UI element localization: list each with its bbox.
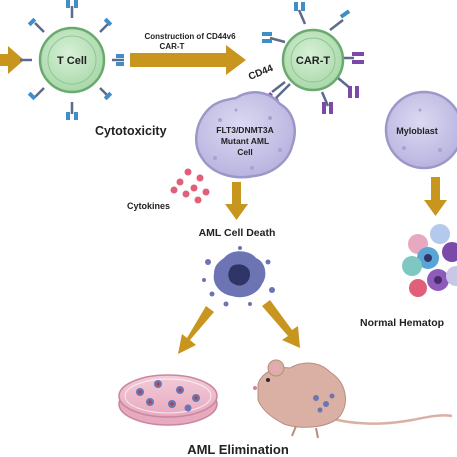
aml-cell-label-line2: Mutant AML <box>221 136 269 146</box>
t-cell-label: T Cell <box>57 55 87 67</box>
car-t-label: CAR-T <box>296 55 330 67</box>
aml-elimination-label: AML Elimination <box>187 442 289 457</box>
car-t-cell-icon <box>262 2 364 114</box>
normal-hematop-label: Normal Hematop <box>360 317 444 329</box>
arrow-to-mouse <box>262 300 300 348</box>
aml-cell-label-line1: FLT3/DNMT3A <box>216 125 273 135</box>
arrow-to-cell-death <box>225 182 248 220</box>
mouse-icon <box>253 359 453 439</box>
aml-cell-label-line3: Cell <box>237 147 253 157</box>
cytokines-label: Cytokines <box>127 201 170 211</box>
myeloblast-icon <box>384 90 457 170</box>
myeloblast-label: Myloblast <box>396 126 438 136</box>
arrow-into-tcell <box>0 46 24 74</box>
cytotoxicity-label: Cytotoxicity <box>95 124 167 138</box>
hematopoietic-cells-icon <box>402 224 457 297</box>
construction-arrow <box>130 45 246 75</box>
construction-label-line1: Construction of CD44v6 <box>144 32 236 41</box>
cd44-label: CD44 <box>247 63 275 83</box>
arrow-to-petri-dish <box>178 306 214 354</box>
dying-cell-debris-icon <box>202 246 275 307</box>
aml-cell-icon <box>194 91 296 179</box>
aml-cell-death-label: AML Cell Death <box>199 227 276 239</box>
arrow-to-hematopoiesis <box>424 177 447 216</box>
construction-label-line2: CAR-T <box>160 42 185 51</box>
t-cell-icon <box>20 0 124 120</box>
petri-dish-icon <box>118 374 218 426</box>
cytokine-dots-icon <box>170 168 210 204</box>
